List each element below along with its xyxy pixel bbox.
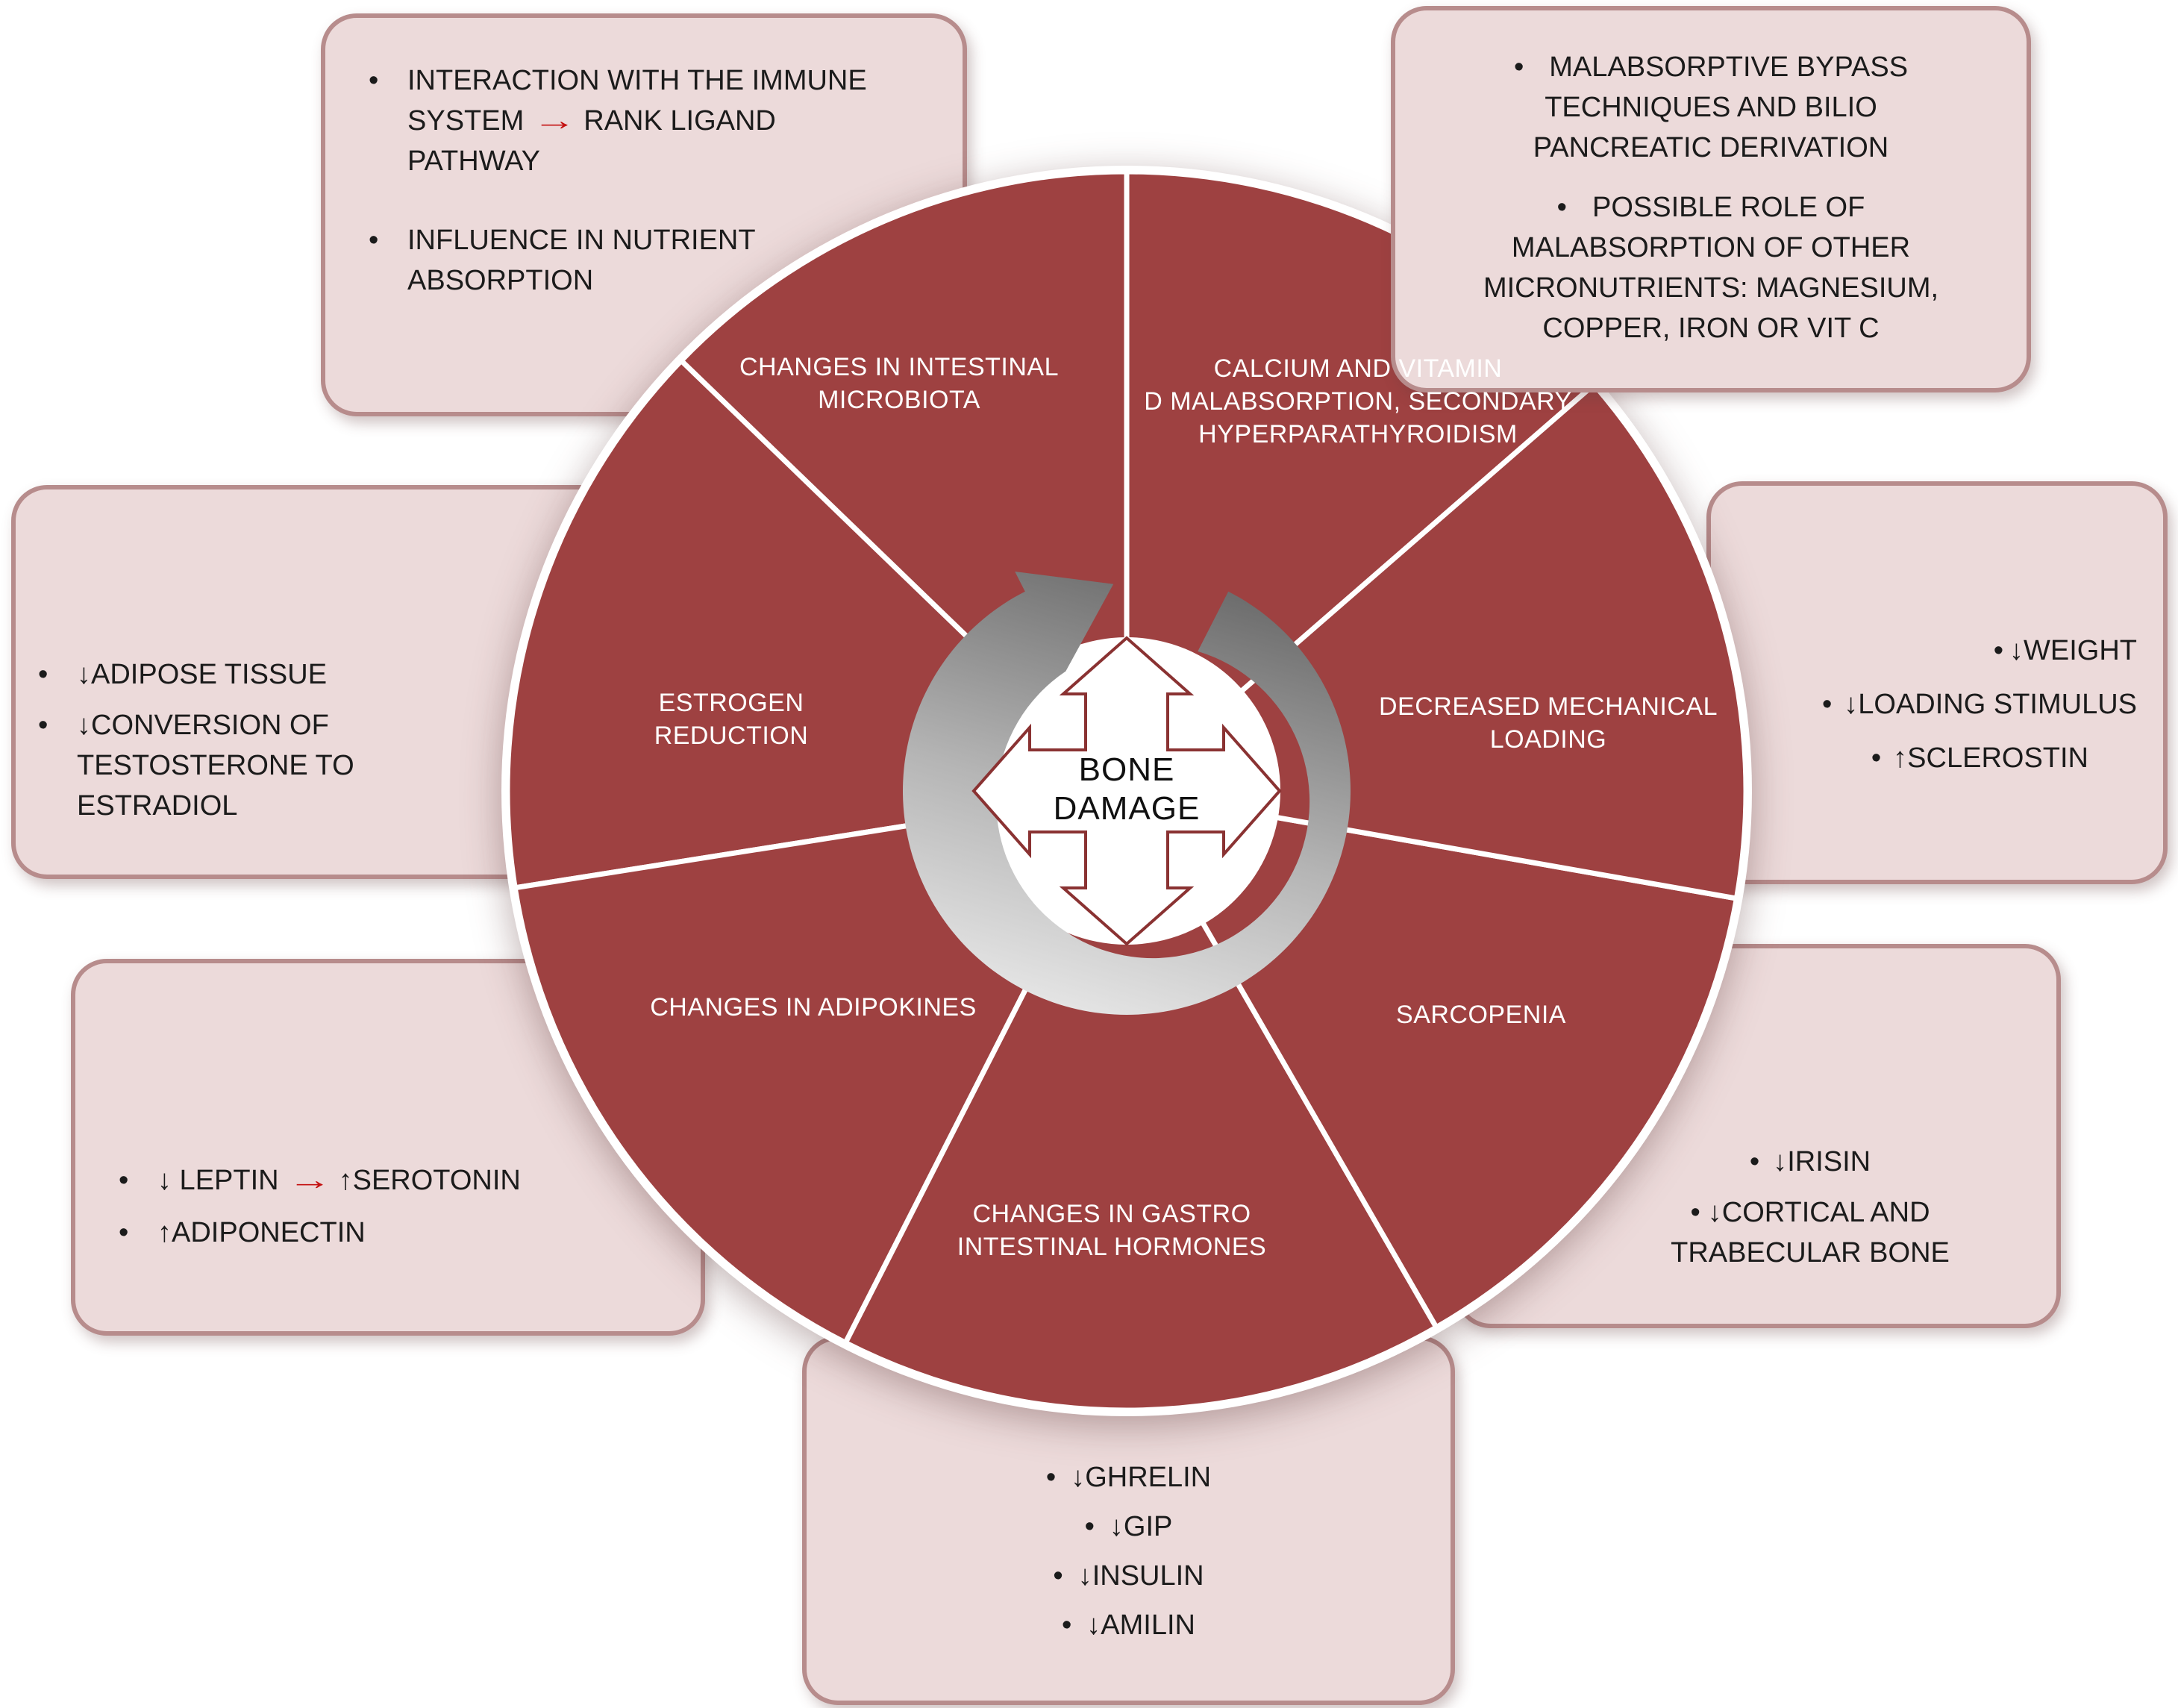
callout-intestinal-microbiota: • INTERACTION WITH THE IMMUNE SYSTEM→RAN… [321,13,967,416]
center-hub [903,572,1351,1016]
bullet-icon: • [1061,1609,1072,1641]
callout-item: • ↑SCLEROSTIN [1726,739,2088,779]
item-text: ↓ LEPTIN →↑SEROTONIN [157,1161,521,1201]
callout-item: • ↑ADIPONECTIN [119,1213,678,1254]
callout-sarcopenia: •↓IRISIN •↓CORTICAL AND TRABECULAR BONE [1455,944,2061,1328]
callout-calcium-malabsorption: • MALABSORPTIVE BYPASS TECHNIQUES AND BIL… [1391,6,2031,392]
item-text: INFLUENCE IN NUTRIENT ABSORPTION [407,224,756,296]
item-text: ↓ADIPOSE TISSUE [77,659,328,690]
item-text: ↓GHRELIN [1071,1462,1212,1493]
item-text: ↓GIP [1109,1510,1173,1542]
bullet-icon: • [1556,191,1567,223]
item-text: ↓AMILIN [1086,1609,1195,1641]
bullet-icon: • [369,65,379,96]
bullet-icon: • [1993,635,2004,666]
bullet-icon: • [369,224,379,256]
item-text: MALABSORPTIVE BYPASS TECHNIQUES AND BILI… [1533,51,1909,163]
callout-item: • ↓GIP [829,1507,1428,1548]
bullet-icon: • [119,1165,129,1196]
item-text: ↓IRISIN [1773,1146,1871,1177]
item-text: ↓CONVERSION OF TESTOSTERONE TO ESTRADIOL [77,709,354,822]
callout-item: • INTERACTION WITH THE IMMUNE SYSTEM→RAN… [369,61,933,182]
bullet-icon: • [1749,1146,1760,1177]
item-text: ↓CORTICAL AND TRABECULAR BONE [1671,1196,1950,1269]
callout-item: • ↓AMILIN [829,1606,1428,1646]
callout-mechanical-loading: •↓WEIGHT •↓LOADING STIMULUS •↑SCLEROSTIN [1706,481,2168,884]
wedge-decreased-mechanical-loading [1121,381,1749,902]
item-text: ↓WEIGHT [2009,635,2137,666]
item-text-part: INTERACTION WITH THE IMMUNE SYSTEM [407,65,867,137]
bullet-icon: • [119,1216,129,1248]
item-text: INTERACTION WITH THE IMMUNE SYSTEM→RANK … [407,61,915,182]
item-text: ↑ADIPONECTIN [157,1216,366,1248]
callout-item: • ↓IRISIN [1594,1142,2027,1183]
bullet-icon: • [38,659,48,690]
red-right-arrow-icon: → [287,1165,332,1196]
wedge-label-gastro-intestinal-hormones: CHANGES IN GASTRO INTESTINAL HORMONES [957,1200,1267,1262]
item-text: ↓INSULIN [1077,1560,1204,1592]
wedge-label-decreased-mechanical-loading: DECREASED MECHANICAL LOADING [1379,692,1718,754]
callout-item: • INFLUENCE IN NUTRIENT ABSORPTION [369,221,933,301]
callout-item: • ↓ LEPTIN →↑SEROTONIN [119,1161,678,1201]
bullet-icon: • [1871,742,1882,774]
item-text: ↓LOADING STIMULUS [1844,688,2137,720]
bullet-icon: • [1084,1510,1095,1542]
circular-arrow-icon [903,572,1351,1016]
wedge-gastro-intestinal-hormones [842,785,1440,1413]
callout-item: •↓CORTICAL AND TRABECULAR BONE [1594,1193,2027,1274]
four-way-arrows-icon [971,636,1282,946]
callout-item: • ↓LOADING STIMULUS [1726,685,2137,725]
item-text: ↑SCLEROSTIN [1893,742,2088,774]
callout-estrogen-reduction: • ↓ADIPOSE TISSUE • ↓CONVERSION OF TESTO… [11,485,617,879]
bullet-icon: • [1045,1462,1057,1493]
callout-item: • MALABSORPTIVE BYPASS TECHNIQUES AND BIL… [1421,48,2001,169]
red-right-arrow-icon: → [532,104,577,137]
bullet-icon: • [1821,688,1833,720]
callout-item: •↓WEIGHT [1726,631,2137,672]
item-text: POSSIBLE ROLE OF MALABSORPTION OF OTHER … [1483,191,1939,344]
callout-adipokines: • ↓ LEPTIN →↑SEROTONIN • ↑ADIPONECTIN [71,959,705,1336]
callout-item: • ↓ADIPOSE TISSUE [38,655,598,695]
item-text-part: ↓ LEPTIN [157,1165,279,1196]
callout-item: • ↓INSULIN [829,1557,1428,1597]
center-label-bone-damage: BONE DAMAGE [1053,751,1201,827]
callout-item: • ↓CONVERSION OF TESTOSTERONE TO ESTRADI… [38,706,598,827]
item-text-part: RANK LIGAND PATHWAY [407,104,776,177]
callout-item: •POSSIBLE ROLE OF MALABSORPTION OF OTHER… [1421,188,2001,349]
item-text-part: ↑SEROTONIN [338,1165,521,1196]
callout-gastro-hormones: •↓GHRELIN •↓GIP •↓INSULIN •↓AMILIN [802,1336,1455,1705]
bullet-icon: • [38,709,48,741]
bullet-icon: • [1053,1560,1063,1592]
hub-background [973,637,1280,945]
bullet-icon: • [1513,51,1524,83]
callout-item: • ↓GHRELIN [829,1458,1428,1498]
wedge-label-estrogen-reduction: ESTROGEN REDUCTION [654,689,809,751]
bullet-icon: • [1690,1196,1700,1228]
